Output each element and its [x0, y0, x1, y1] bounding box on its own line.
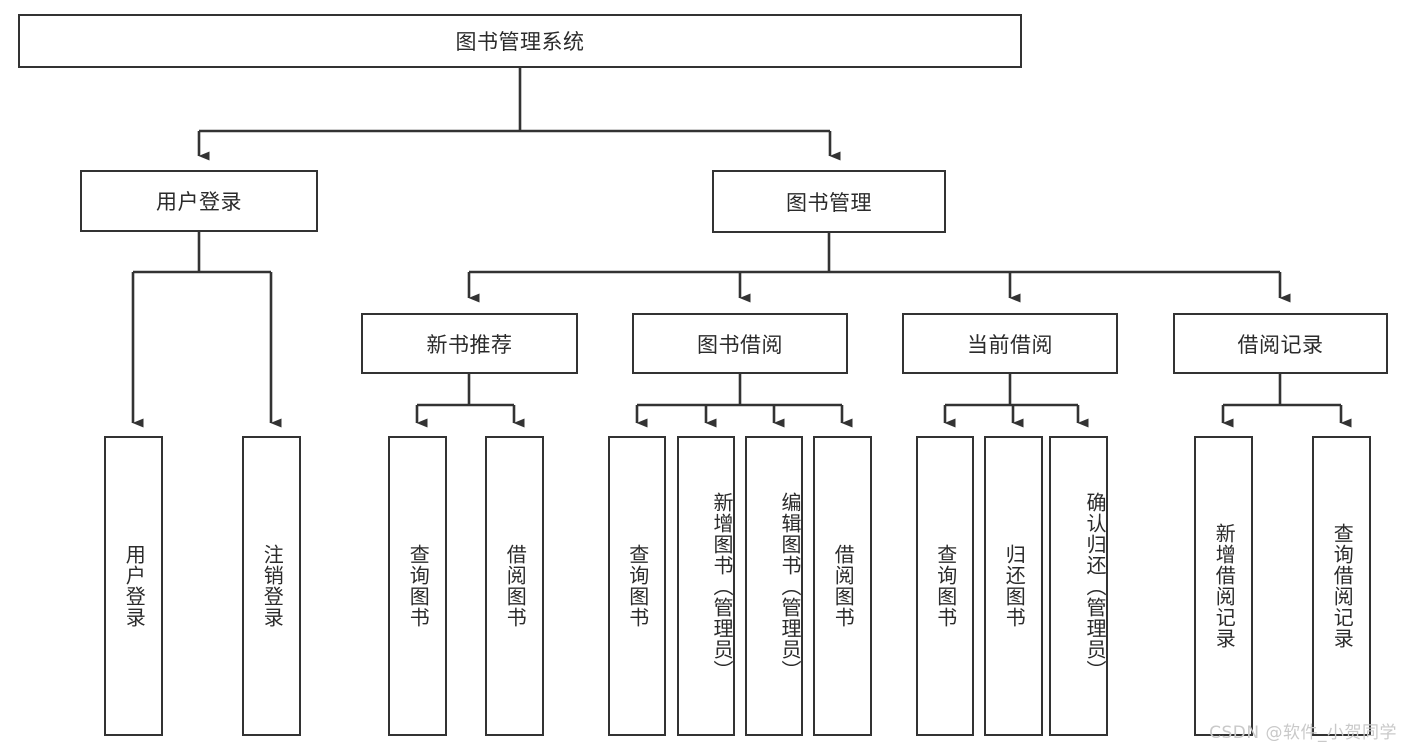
node-leaf-query-book-3-label: 查询图书: [933, 544, 958, 628]
node-leaf-confirm-return-label: 确认归还（管理员）: [1083, 491, 1107, 681]
node-book-manage[interactable]: 图书管理: [712, 170, 946, 233]
node-leaf-borrow-book-2[interactable]: 借阅图书: [813, 436, 872, 736]
node-leaf-logout-label: 注销登录: [260, 544, 285, 628]
node-leaf-confirm-return[interactable]: 确认归还（管理员）: [1049, 436, 1108, 736]
node-leaf-add-record-label: 新增借阅记录: [1212, 523, 1237, 649]
node-leaf-add-record[interactable]: 新增借阅记录: [1194, 436, 1253, 736]
node-borrow-record[interactable]: 借阅记录: [1173, 313, 1388, 374]
node-leaf-edit-book-label: 编辑图书（管理员）: [778, 491, 802, 681]
node-leaf-return-book-label: 归还图书: [1002, 544, 1027, 628]
node-leaf-logout[interactable]: 注销登录: [242, 436, 301, 736]
node-book-manage-label: 图书管理: [786, 190, 872, 215]
watermark-text: CSDN @软件_小贺同学: [1209, 723, 1397, 743]
node-leaf-borrow-book-1[interactable]: 借阅图书: [485, 436, 544, 736]
node-leaf-user-login-label: 用户登录: [122, 544, 147, 628]
node-leaf-query-record-label: 查询借阅记录: [1330, 523, 1355, 649]
node-book-borrow-label: 图书借阅: [697, 332, 783, 357]
node-leaf-query-book-2-label: 查询图书: [625, 544, 650, 628]
node-leaf-add-book[interactable]: 新增图书（管理员）: [677, 436, 735, 736]
node-leaf-query-book-3[interactable]: 查询图书: [916, 436, 974, 736]
node-leaf-query-book-1[interactable]: 查询图书: [388, 436, 447, 736]
node-root-label: 图书管理系统: [455, 30, 585, 54]
node-borrow-record-label: 借阅记录: [1237, 332, 1324, 357]
node-leaf-user-login[interactable]: 用户登录: [104, 436, 163, 736]
node-leaf-edit-book[interactable]: 编辑图书（管理员）: [745, 436, 803, 736]
node-leaf-query-book-1-label: 查询图书: [406, 544, 431, 628]
node-leaf-add-book-label: 新增图书（管理员）: [710, 491, 734, 681]
node-leaf-borrow-book-1-label: 借阅图书: [503, 544, 528, 628]
node-leaf-query-book-2[interactable]: 查询图书: [608, 436, 666, 736]
node-new-book-rec-label: 新书推荐: [426, 332, 513, 357]
node-current-borrow[interactable]: 当前借阅: [902, 313, 1118, 374]
node-user-login-label: 用户登录: [156, 190, 242, 214]
node-leaf-borrow-book-2-label: 借阅图书: [831, 544, 856, 628]
node-root[interactable]: 图书管理系统: [18, 14, 1022, 68]
node-leaf-query-record[interactable]: 查询借阅记录: [1312, 436, 1371, 736]
node-leaf-return-book[interactable]: 归还图书: [984, 436, 1043, 736]
node-current-borrow-label: 当前借阅: [967, 332, 1053, 357]
node-new-book-rec[interactable]: 新书推荐: [361, 313, 578, 374]
node-user-login[interactable]: 用户登录: [80, 170, 318, 232]
node-book-borrow[interactable]: 图书借阅: [632, 313, 848, 374]
